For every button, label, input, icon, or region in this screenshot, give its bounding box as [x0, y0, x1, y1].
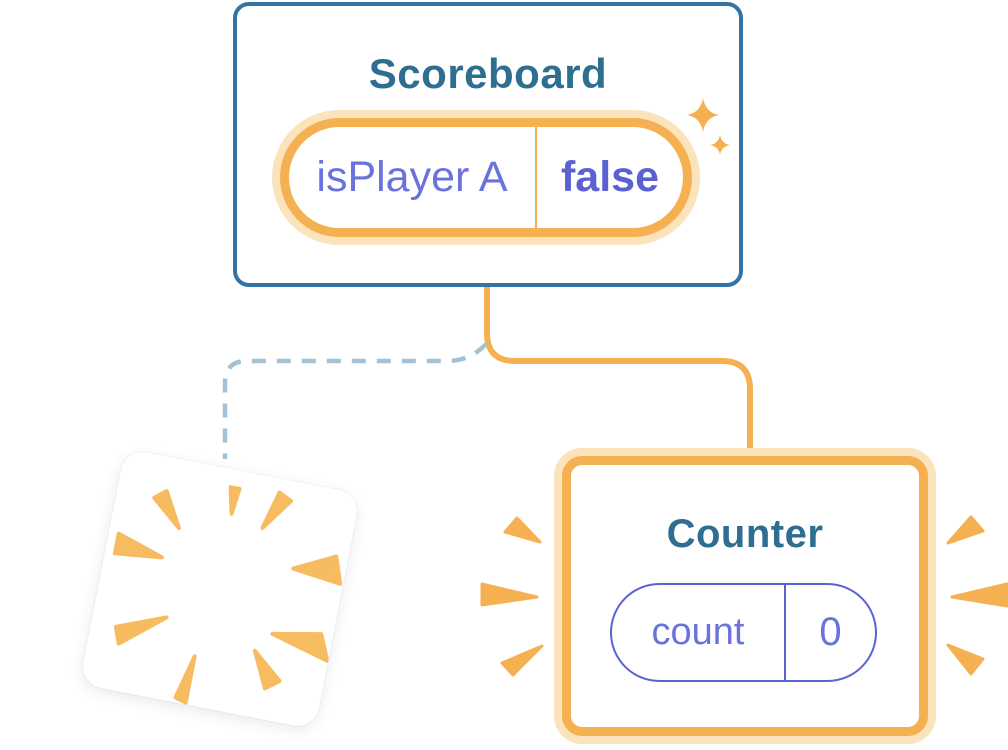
- state-key: isPlayer A: [316, 153, 508, 201]
- dashed-connector-line: [222, 342, 488, 459]
- emphasis-marks-icon: [480, 515, 1008, 677]
- pill-divider: [784, 585, 786, 680]
- state-key: count: [651, 611, 745, 653]
- counter-card: Counter count 0: [562, 456, 928, 736]
- scoreboard-title: Scoreboard: [368, 50, 608, 97]
- pill-divider: [535, 127, 537, 228]
- orange-connector-line: [484, 286, 753, 458]
- state-value: false: [560, 153, 659, 201]
- scoreboard-state-pill: isPlayer A false: [280, 118, 692, 237]
- sparkles-icon: [687, 98, 730, 155]
- counter-title: Counter: [666, 512, 824, 556]
- scoreboard-card: Scoreboard isPlayer A false: [233, 2, 743, 287]
- burst-icon: [112, 485, 343, 705]
- state-value: 0: [819, 610, 842, 654]
- counter-state-pill: count 0: [610, 583, 877, 682]
- destroyed-component-card: [79, 448, 361, 730]
